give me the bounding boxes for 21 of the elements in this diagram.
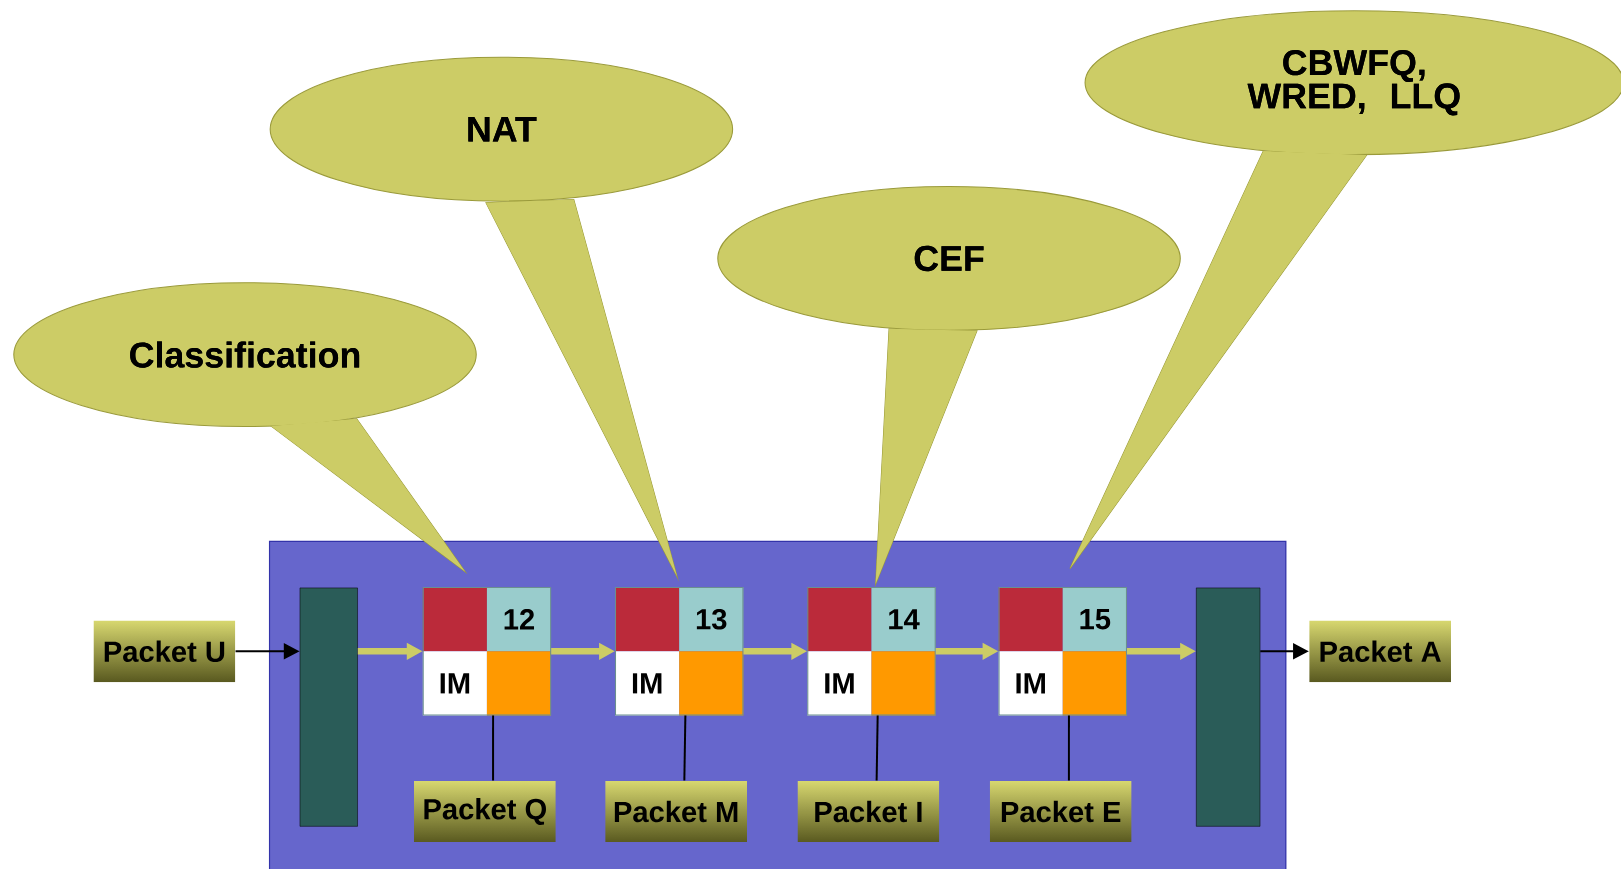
speech-bubble: CEF	[717, 185, 1181, 588]
buffer-bar	[1196, 587, 1261, 827]
connector-line	[1067, 714, 1070, 782]
packet-label: Packet Q	[424, 797, 546, 825]
packet-buffer-grid: 13 IM	[614, 586, 744, 716]
speech-bubble: Classification	[13, 281, 477, 574]
packet-buffer-grid: 15 IM	[998, 586, 1127, 716]
packet-label: Packet A	[1320, 640, 1441, 662]
packet-label: Packet M	[614, 800, 738, 823]
connector-line	[683, 714, 687, 782]
node-label: CBWFQ, WRED, LLQ	[1247, 49, 1460, 116]
connector-line	[492, 714, 495, 782]
connector-line	[875, 714, 879, 782]
speech-bubble: CBWFQ, WRED, LLQ	[1069, 10, 1621, 569]
buffer-bar	[299, 587, 358, 827]
packet-buffer-grid: 12 IM	[422, 586, 552, 716]
packet-buffer-grid: 14 IM	[807, 586, 936, 716]
packet-label: Packet I	[815, 800, 922, 823]
packet-label: Packet U	[104, 640, 225, 662]
packet-label: Packet E	[1001, 800, 1121, 823]
node-label: NAT	[468, 116, 537, 142]
